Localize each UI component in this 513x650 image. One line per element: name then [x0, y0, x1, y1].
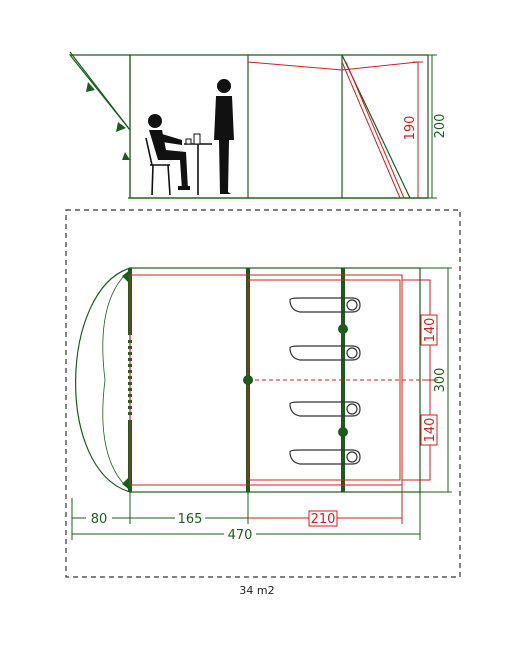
porch-arc-guy-1 [102, 269, 131, 381]
dim-porch-label: 80 [91, 512, 108, 527]
porch-arc-guy-2 [102, 379, 131, 491]
porch-arc [75, 267, 131, 493]
standing-person-icon [214, 79, 234, 194]
dim-living-bg [175, 511, 205, 525]
side-view: 190 200 [68, 51, 448, 199]
floor-plan: 140 140 300 80 165 210 470 34 m2 [65, 209, 461, 597]
dim-bedroom-box [308, 510, 338, 527]
footprint-dashed-outline [65, 209, 461, 578]
side-inner-slope [341, 61, 401, 199]
dim-porch-bg [86, 511, 112, 525]
dim-200-label: 200 [433, 114, 448, 139]
dim-190-label: 190 [403, 116, 418, 141]
door-dot-center [243, 375, 253, 385]
side-awning-slope [69, 51, 131, 131]
dim-cabin-bottom-box [420, 414, 438, 446]
guy-tick-1 [86, 82, 95, 92]
side-inner-slope-2 [345, 61, 405, 199]
dim-cabin-top-label: 140 [423, 318, 438, 343]
dim-living-label: 165 [178, 512, 203, 527]
table-icon [184, 133, 212, 195]
dim-total-bg [224, 527, 256, 541]
dim-width-label: 300 [433, 368, 448, 393]
seated-person-icon [148, 114, 190, 190]
guy-tick-3 [122, 152, 130, 160]
chair-icon [145, 137, 171, 196]
sleeping-bag-icon [289, 297, 361, 313]
dim-cabin-bottom-label: 140 [423, 418, 438, 443]
area-label: 34 m2 [239, 584, 274, 597]
door-dot-lower [338, 427, 348, 437]
sleeping-bag-icon [289, 449, 361, 465]
side-inner-roof [247, 61, 419, 71]
dim-bedroom-label: 210 [311, 512, 336, 527]
dim-cabin-top-box [420, 314, 438, 346]
dim-total-label: 470 [228, 528, 253, 543]
sleeping-bag-icon [289, 401, 361, 417]
sleeping-bag-icon [289, 345, 361, 361]
guy-tick-2 [116, 122, 126, 132]
door-dot-upper [338, 324, 348, 334]
